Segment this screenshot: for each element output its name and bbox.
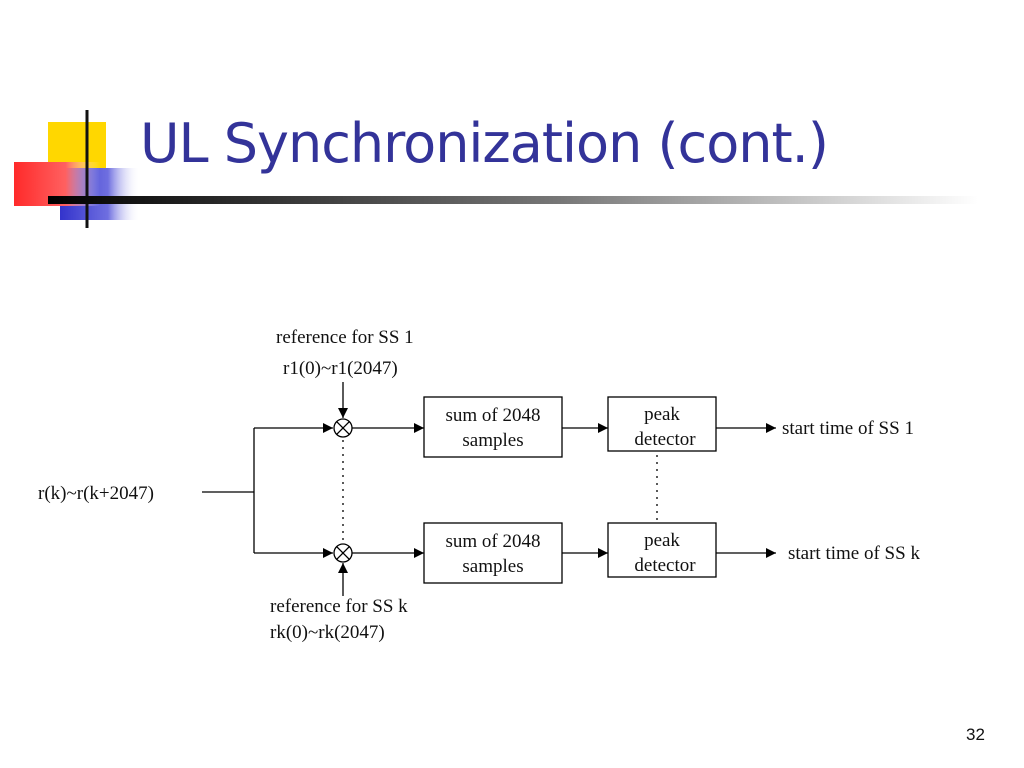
sum-box-top bbox=[423, 396, 563, 458]
mixer-bottom bbox=[333, 543, 353, 563]
reference-bottom-range: rk(0)~rk(2047) bbox=[270, 622, 385, 643]
page-number: 32 bbox=[966, 725, 985, 744]
reference-top-label: reference for SS 1 bbox=[276, 327, 414, 348]
sum-top-line2: samples bbox=[462, 430, 523, 451]
sum-bottom-line1: sum of 2048 bbox=[446, 531, 541, 552]
mixer-top bbox=[333, 418, 353, 438]
reference-bottom-label: reference for SS k bbox=[270, 596, 408, 617]
output-top-label: start time of SS 1 bbox=[782, 418, 914, 439]
block-diagram: r(k)~r(k+2047) reference for SS 1 r1(0)~… bbox=[38, 327, 920, 643]
slide-decoration bbox=[14, 110, 140, 228]
peak-box-bottom bbox=[607, 522, 717, 578]
slide-title: UL Synchronization (cont.) bbox=[140, 112, 829, 175]
sum-top-line1: sum of 2048 bbox=[446, 405, 541, 426]
peak-box-top bbox=[607, 396, 717, 452]
output-bottom-label: start time of SS k bbox=[788, 543, 920, 564]
sum-bottom-line2: samples bbox=[462, 556, 523, 577]
peak-bottom-line2: detector bbox=[634, 555, 696, 576]
peak-top-line1: peak bbox=[644, 404, 680, 425]
peak-bottom-line1: peak bbox=[644, 530, 680, 551]
title-underline bbox=[48, 196, 978, 204]
peak-top-line2: detector bbox=[634, 429, 696, 450]
reference-top-range: r1(0)~r1(2047) bbox=[283, 358, 398, 379]
input-signal-label: r(k)~r(k+2047) bbox=[38, 483, 154, 504]
